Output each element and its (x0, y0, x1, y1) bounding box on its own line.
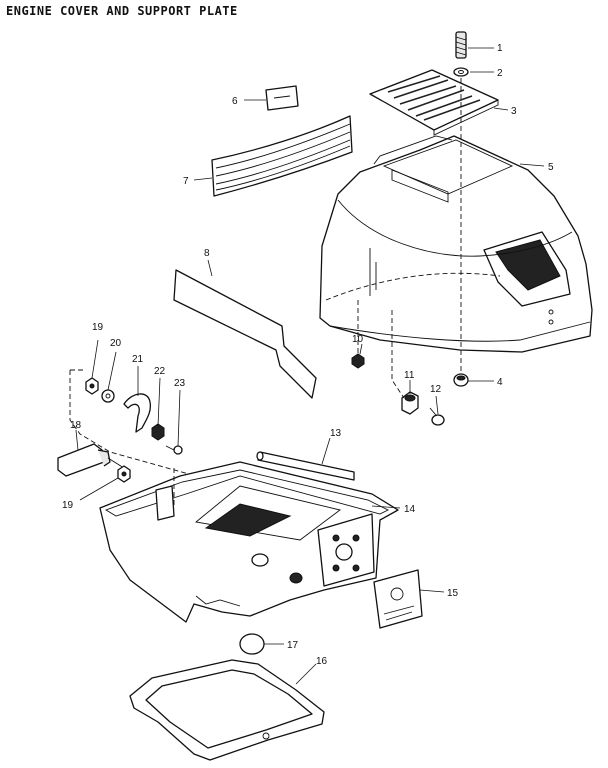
part-3-top-vent-cover (369, 69, 499, 136)
part-12-push-plug (429, 407, 445, 426)
callout-12: 12 (430, 384, 442, 395)
part-10-nut (351, 353, 365, 369)
part-19-nut-upper (85, 377, 99, 395)
callout-19-lower: 19 (62, 500, 74, 511)
alignment-lines (173, 78, 462, 508)
callout-21: 21 (132, 354, 144, 365)
callout-4: 4 (497, 377, 503, 388)
part-21-latch-hook (123, 393, 152, 433)
part-11-bushing (401, 391, 419, 415)
callout-18: 18 (70, 420, 82, 431)
part-8-seal-strip (173, 269, 317, 399)
part-23-screw (165, 445, 183, 455)
callout-labels: 1 2 3 4 5 6 7 8 10 11 12 19 20 21 22 23 … (62, 43, 554, 667)
part-1-screw (455, 31, 467, 59)
callout-23: 23 (174, 378, 186, 389)
callout-2: 2 (497, 68, 503, 79)
part-7-side-strip (211, 115, 353, 197)
callout-14: 14 (404, 504, 416, 515)
callout-19-upper: 19 (92, 322, 104, 333)
callout-10: 10 (352, 334, 364, 345)
callout-15: 15 (447, 588, 459, 599)
part-16-gasket (129, 659, 325, 761)
part-2-washer (453, 67, 469, 77)
callout-11: 11 (404, 370, 415, 381)
callout-8: 8 (204, 248, 210, 259)
part-6-decal (265, 85, 299, 111)
part-19-nut-lower (117, 465, 131, 483)
leader-lines (75, 47, 545, 685)
latch-assembly-outline (69, 369, 197, 477)
part-22-nut (151, 423, 165, 441)
part-5-engine-cover (319, 135, 593, 353)
callout-1: 1 (497, 43, 503, 54)
callout-17: 17 (287, 640, 299, 651)
callout-22: 22 (154, 366, 166, 377)
part-4-grommet (453, 373, 469, 387)
part-17-plug (239, 633, 265, 655)
callout-6: 6 (232, 96, 238, 107)
part-15-label-plate (373, 569, 423, 629)
part-14-support-plate (99, 461, 399, 623)
part-20-washer (101, 389, 115, 403)
callout-7: 7 (183, 176, 189, 187)
diagram-title: ENGINE COVER AND SUPPORT PLATE (6, 4, 238, 18)
part-18-handle (57, 443, 125, 477)
callout-5: 5 (548, 162, 554, 173)
callout-3: 3 (511, 106, 517, 117)
part-13-rod (256, 451, 355, 481)
callout-13: 13 (330, 428, 342, 439)
callout-20: 20 (110, 338, 122, 349)
callout-16: 16 (316, 656, 328, 667)
